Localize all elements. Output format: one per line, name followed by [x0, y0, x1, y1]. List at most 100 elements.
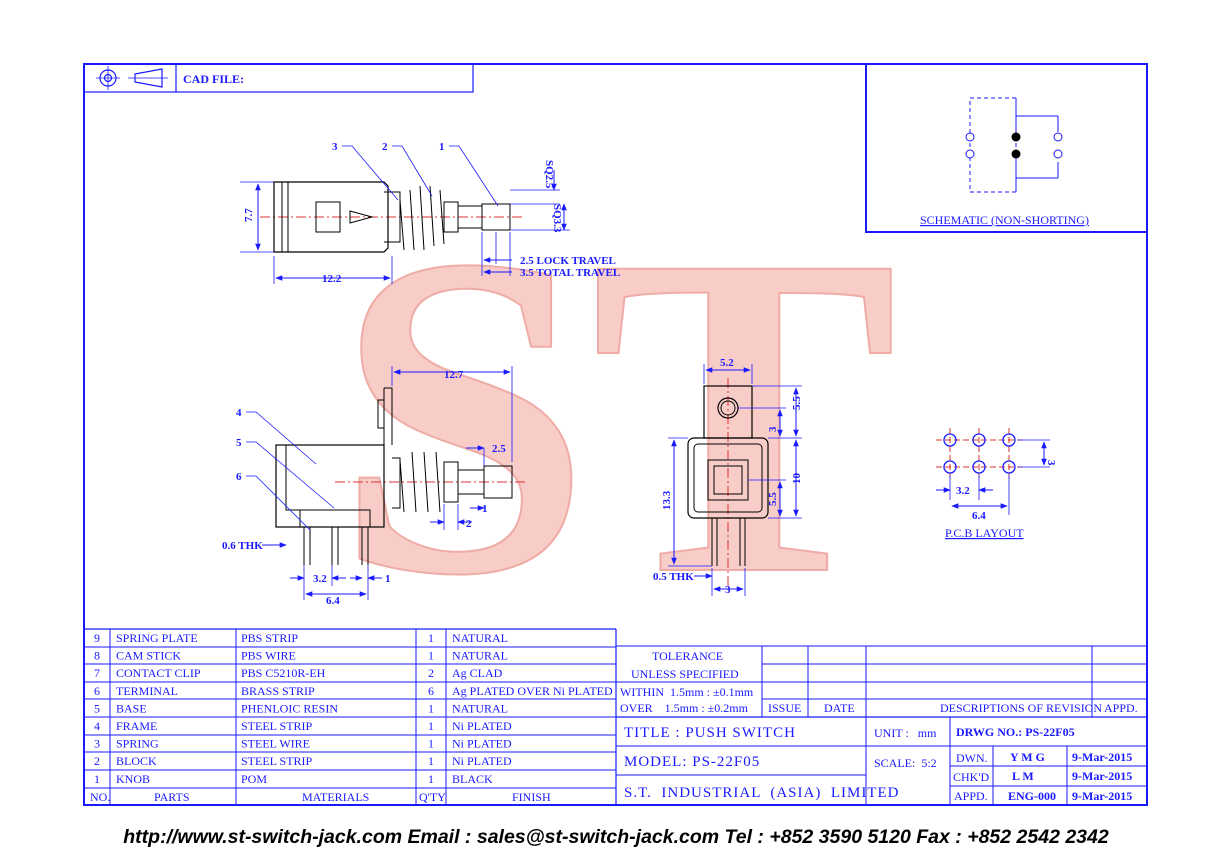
- parts-cell-material: POM: [241, 772, 267, 786]
- svg-text:5: 5: [236, 437, 242, 449]
- svg-text:4: 4: [236, 407, 242, 419]
- parts-cell-qty: 1: [428, 754, 434, 768]
- parts-cell-material: BRASS STRIP: [241, 684, 315, 698]
- parts-cell-no: 1: [94, 772, 100, 786]
- end-view: 5.2 5.5 3 10 5.5 13.3 0.5 THK 3: [653, 357, 803, 596]
- schematic-title: SCHEMATIC (NON-SHORTING): [920, 213, 1089, 227]
- parts-cell-material: PBS C5210R-EH: [241, 666, 326, 680]
- svg-text:3: 3: [332, 141, 338, 153]
- parts-cell-finish: NATURAL: [452, 649, 508, 663]
- parts-cell-part: SPRING PLATE: [116, 631, 198, 645]
- svg-text:Y M G: Y M G: [1010, 750, 1045, 764]
- svg-text:TITLE : PUSH SWITCH: TITLE : PUSH SWITCH: [624, 725, 796, 741]
- svg-text:2: 2: [466, 518, 472, 530]
- pcb-title: P.C.B LAYOUT: [945, 526, 1024, 540]
- svg-text:WITHIN 1.5mm : ±0.1mm: WITHIN 1.5mm : ±0.1mm: [620, 685, 754, 699]
- svg-text:DATE: DATE: [824, 701, 855, 715]
- svg-text:9-Mar-2015: 9-Mar-2015: [1072, 750, 1132, 764]
- parts-cell-part: BASE: [116, 701, 147, 715]
- svg-text:3: 3: [725, 584, 731, 596]
- svg-text:OVER 1.5mm : ±0.2mm: OVER 1.5mm : ±0.2mm: [620, 701, 749, 715]
- svg-text:SCALE: 5:2: SCALE: 5:2: [874, 756, 937, 770]
- title-block: TOLERANCE UNLESS SPECIFIED WITHIN 1.5mm …: [616, 645, 1147, 805]
- svg-text:S.T. INDUSTRIAL (ASIA) LIMI: S.T. INDUSTRIAL (ASIA) LIMITED: [624, 785, 899, 801]
- svg-text:5.5: 5.5: [767, 492, 779, 506]
- svg-text:1: 1: [482, 503, 488, 515]
- parts-cell-finish: NATURAL: [452, 631, 508, 645]
- parts-cell-finish: NATURAL: [452, 701, 508, 715]
- parts-cell-finish: BLACK: [452, 772, 493, 786]
- top-view: 7.7 12.2 3 2 1 SQ2.5 SQ3.3 2.5 LOCK TRAV…: [240, 141, 620, 285]
- svg-text:13.3: 13.3: [661, 490, 673, 510]
- parts-cell-qty: 2: [428, 666, 434, 680]
- svg-text:6: 6: [236, 471, 242, 483]
- parts-cell-part: CAM STICK: [116, 649, 181, 663]
- cad-header: CAD FILE:: [83, 63, 474, 93]
- svg-text:SQ2.5: SQ2.5: [543, 160, 555, 189]
- svg-text:2: 2: [382, 141, 388, 153]
- parts-cell-no: 2: [94, 754, 100, 768]
- svg-text:1: 1: [385, 573, 391, 585]
- parts-cell-finish: Ag CLAD: [452, 666, 503, 680]
- parts-cell-part: FRAME: [116, 719, 157, 733]
- svg-text:MODEL: PS-22F05: MODEL: PS-22F05: [624, 754, 760, 770]
- svg-text:7.7: 7.7: [243, 208, 255, 222]
- svg-text:0.6 THK: 0.6 THK: [222, 540, 263, 552]
- parts-cell-qty: 1: [428, 737, 434, 751]
- parts-cell-part: KNOB: [116, 772, 150, 786]
- svg-text:FINISH: FINISH: [512, 790, 551, 804]
- parts-cell-no: 5: [94, 701, 100, 715]
- projection-symbol-icon: [96, 66, 168, 90]
- parts-cell-material: PBS WIRE: [241, 649, 296, 663]
- svg-text:MATERIALS: MATERIALS: [302, 790, 369, 804]
- svg-text:ST: ST: [335, 160, 898, 670]
- parts-cell-part: TERMINAL: [116, 684, 178, 698]
- svg-text:L M: L M: [1012, 769, 1034, 783]
- parts-table: [84, 628, 617, 805]
- parts-cell-material: STEEL STRIP: [241, 719, 313, 733]
- svg-text:UNLESS SPECIFIED: UNLESS SPECIFIED: [631, 667, 739, 681]
- parts-cell-material: PHENLOIC RESIN: [241, 701, 338, 715]
- parts-cell-qty: 6: [428, 684, 434, 698]
- svg-text:5.2: 5.2: [720, 357, 734, 369]
- parts-cell-finish: Ag PLATED OVER Ni PLATED: [452, 684, 613, 698]
- svg-text:2.5: 2.5: [492, 443, 506, 455]
- svg-text:12.7: 12.7: [444, 369, 464, 381]
- svg-text:6.4: 6.4: [972, 510, 986, 522]
- parts-cell-material: PBS STRIP: [241, 631, 298, 645]
- parts-cell-no: 8: [94, 649, 100, 663]
- svg-text:6.4: 6.4: [326, 595, 340, 607]
- parts-cell-qty: 1: [428, 701, 434, 715]
- svg-text:SQ3.3: SQ3.3: [551, 204, 563, 233]
- parts-cell-material: STEEL WIRE: [241, 737, 310, 751]
- svg-text:DWN.: DWN.: [956, 751, 988, 765]
- svg-text:1: 1: [439, 141, 445, 153]
- svg-text:TOLERANCE: TOLERANCE: [652, 649, 723, 663]
- parts-cell-qty: 1: [428, 631, 434, 645]
- parts-cell-finish: Ni PLATED: [452, 719, 512, 733]
- svg-text:APPD.: APPD.: [1104, 701, 1138, 715]
- parts-cell-no: 3: [94, 737, 100, 751]
- svg-text:Q'TY: Q'TY: [419, 790, 446, 804]
- svg-text:3.5 TOTAL TRAVEL: 3.5 TOTAL TRAVEL: [520, 267, 620, 279]
- svg-text:UNIT : mm: UNIT : mm: [874, 726, 937, 740]
- svg-text:3.2: 3.2: [313, 573, 327, 585]
- svg-text:0.5 THK: 0.5 THK: [653, 571, 694, 583]
- svg-text:DESCRIPTIONS OF REVISION: DESCRIPTIONS OF REVISION: [940, 701, 1102, 715]
- footer-contact: http://www.st-switch-jack.com Email : sa…: [123, 826, 1109, 848]
- side-view: 4 5 6 12.7 2.5 1 2 0.6 THK 3.2 1 6.4: [222, 366, 525, 607]
- parts-cell-qty: 1: [428, 719, 434, 733]
- svg-text:3: 3: [767, 426, 779, 432]
- parts-cell-no: 9: [94, 631, 100, 645]
- svg-text:NO.: NO.: [90, 790, 110, 804]
- svg-text:DRWG NO.: PS-22F05: DRWG NO.: PS-22F05: [956, 725, 1075, 739]
- svg-text:ENG-000: ENG-000: [1008, 789, 1056, 803]
- parts-table-header: NO. PARTS MATERIALS Q'TY FINISH: [90, 790, 551, 804]
- parts-cell-no: 6: [94, 684, 100, 698]
- parts-cell-part: CONTACT CLIP: [116, 666, 201, 680]
- parts-cell-finish: Ni PLATED: [452, 754, 512, 768]
- schematic-box: SCHEMATIC (NON-SHORTING): [865, 64, 1147, 233]
- st-watermark: ST: [334, 159, 899, 671]
